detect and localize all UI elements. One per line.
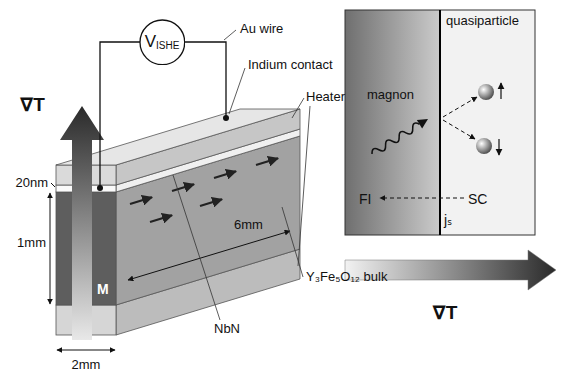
gradient-arrow [60, 106, 104, 340]
indium-dot [223, 115, 229, 121]
dimension-label: 6mm [234, 218, 263, 233]
gradient-label: ∇T [433, 302, 458, 324]
circle-outline [140, 20, 185, 65]
quasiparticle-ball [476, 138, 492, 154]
scatter-arrows [380, 97, 477, 198]
particle-label: quasiparticle [446, 14, 519, 29]
dimension-label: 1mm [17, 236, 46, 251]
region-label: SC [468, 191, 487, 207]
spin-arrows [499, 83, 501, 155]
part-label: Y₃Fe₅O₁₂ bulk [306, 270, 387, 285]
particle-label: magnon [367, 88, 414, 103]
superconductor-region: quasiparticleSC [440, 10, 535, 235]
voltage-symbol: V [145, 32, 156, 52]
magnetization-label: M [97, 281, 109, 297]
region-label: FI [359, 191, 371, 207]
dimension-label: 20nm [15, 176, 48, 191]
dimension-lines [50, 183, 290, 350]
magnetization-arrows [130, 158, 278, 222]
interface-panel [345, 10, 535, 235]
indium-dot [97, 185, 103, 191]
ferromagnet-region: magnonFI [345, 10, 440, 235]
part-label: Indium contact [248, 58, 333, 73]
voltmeter-circle: VISHE [139, 19, 186, 66]
part-label: Heater [306, 90, 345, 105]
layer-stack [56, 109, 300, 335]
current-label: jₛ [444, 212, 452, 228]
quasiparticle-ball [478, 84, 494, 100]
part-label: Au wire [240, 22, 283, 37]
voltage-subscript: ISHE [156, 40, 179, 52]
leader-lines [173, 30, 310, 320]
dimension-label: 2mm [72, 358, 101, 373]
gradient-label: ∇T [20, 94, 45, 116]
part-label: NbN [214, 322, 240, 337]
magnon-wave [369, 115, 430, 158]
